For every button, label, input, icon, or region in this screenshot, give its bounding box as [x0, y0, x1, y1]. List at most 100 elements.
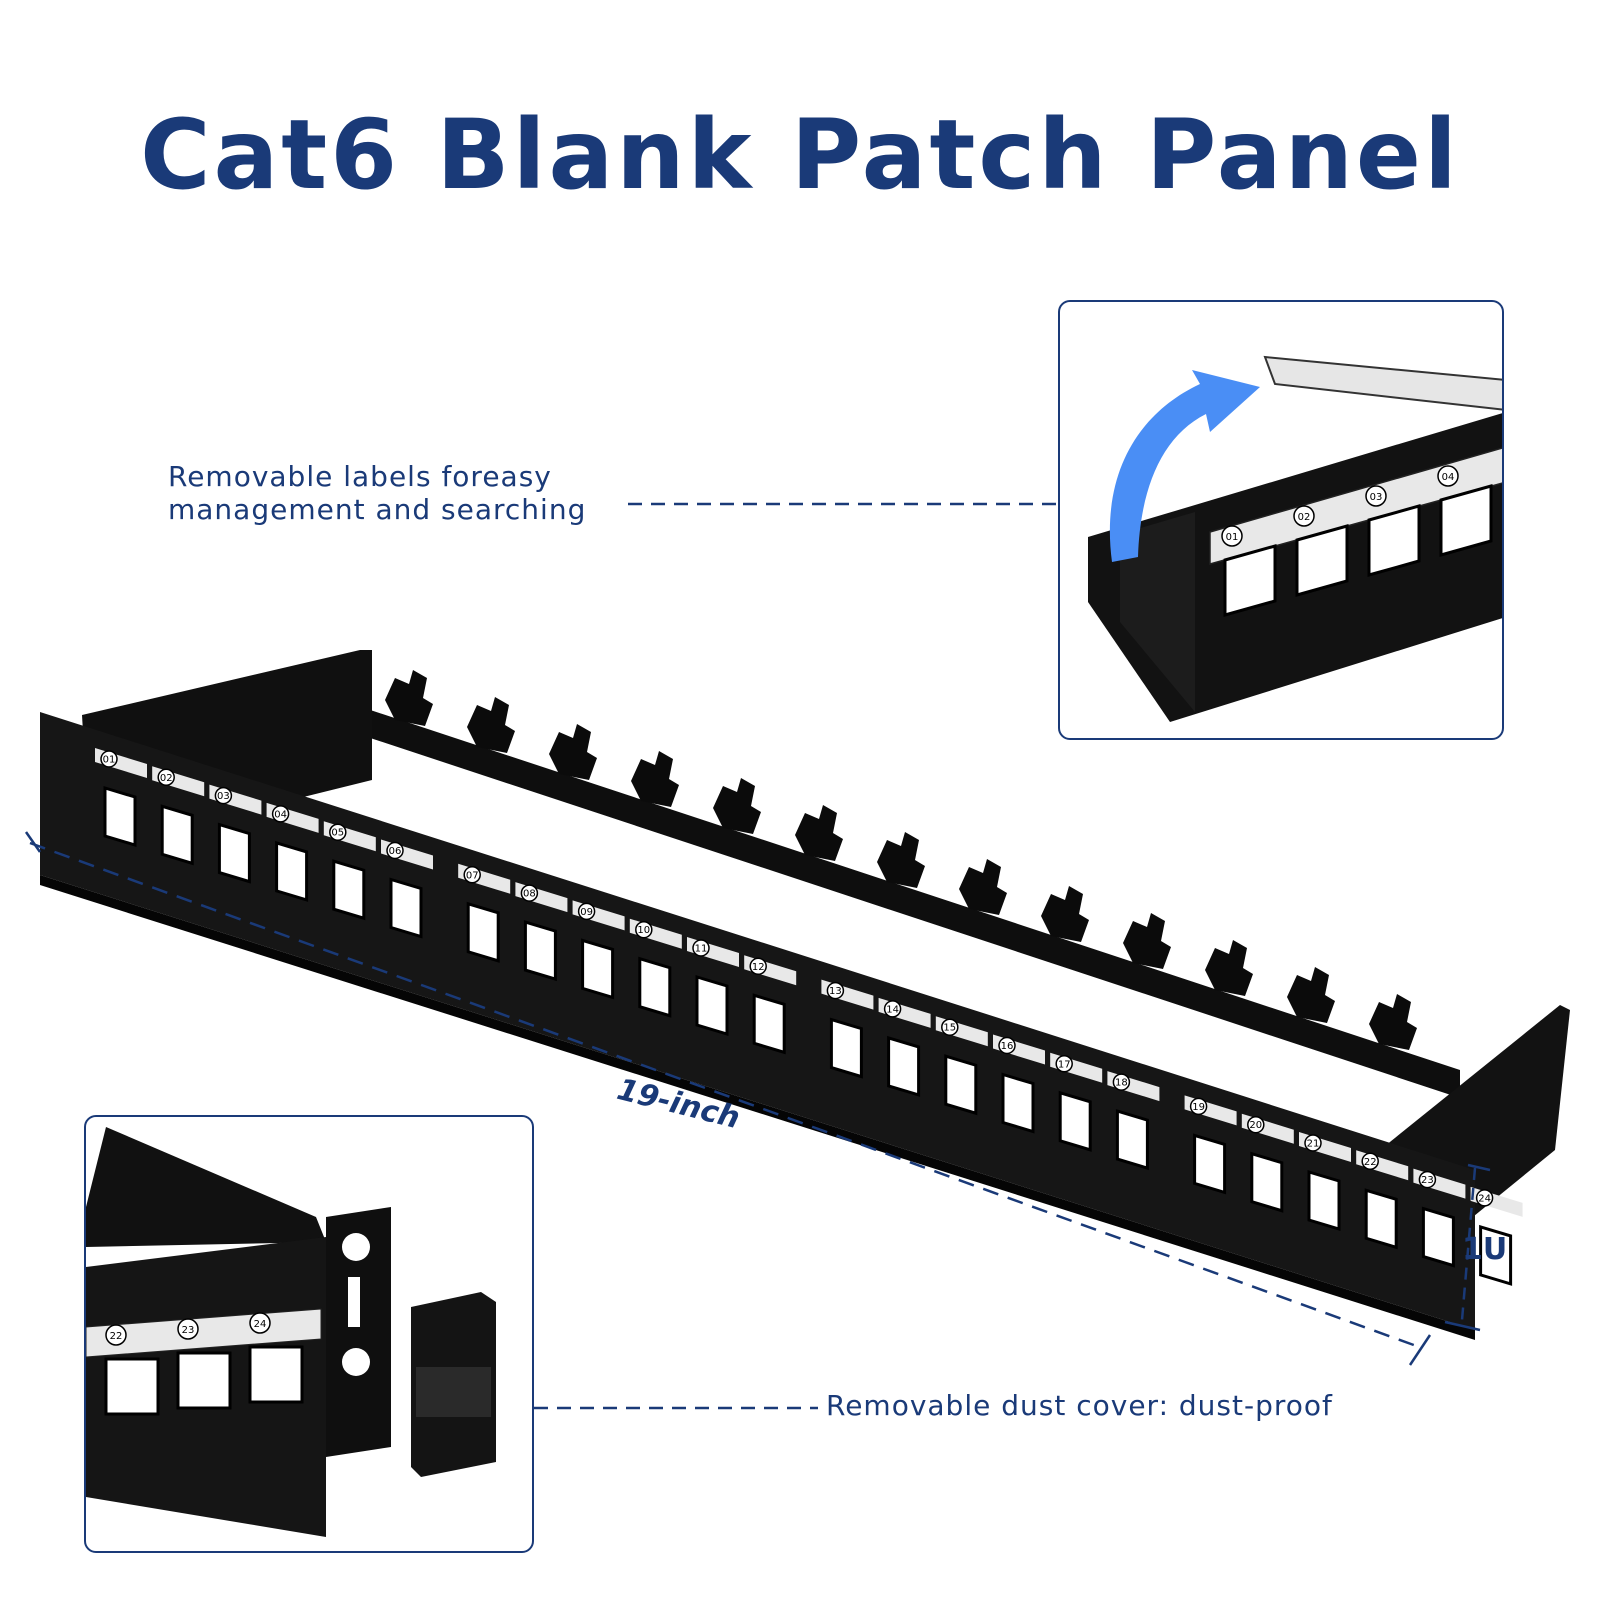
inset-bottom-ports: 22 23 24	[104, 1312, 304, 1416]
port-number-badge	[635, 920, 653, 939]
port-number-label: 05	[331, 828, 344, 839]
port-number-badge	[271, 805, 290, 823]
keystone-port	[523, 920, 557, 982]
port-number-label: 14	[886, 1004, 899, 1015]
inset-keystone-port	[1295, 524, 1349, 597]
port-number-label: 11	[695, 944, 708, 955]
port-grid: 0102030405060708091011121314151617181920…	[95, 748, 1523, 1286]
port-number-badge	[1247, 1115, 1265, 1134]
port-number-badge	[1055, 1055, 1073, 1073]
port-number-badge	[1112, 1073, 1131, 1091]
port-number-badge	[998, 1036, 1016, 1055]
port-number-badge	[329, 823, 347, 841]
inset-keystone-port	[248, 1345, 304, 1404]
cable-clip	[467, 697, 515, 753]
port-number-label: 21	[1307, 1139, 1320, 1150]
page-title: Cat6 Blank Patch Panel	[140, 99, 1460, 211]
inset-port-number-label: 04	[1442, 472, 1455, 483]
port-number-label: 09	[580, 907, 593, 918]
cable-clip	[1123, 913, 1171, 969]
keystone-port	[1115, 1109, 1149, 1171]
cable-clip	[631, 751, 679, 807]
keystone-port	[1421, 1206, 1455, 1268]
width-dimension-line	[29, 841, 1423, 1350]
keystone-port	[160, 804, 194, 866]
cable-clip	[1041, 886, 1089, 942]
keystone-port	[103, 785, 137, 848]
cable-clip	[1205, 940, 1253, 996]
port-number-label: 17	[1058, 1059, 1071, 1070]
inset-top-ports: 01 02 03 04	[1221, 465, 1493, 617]
port-number-badge	[100, 750, 118, 768]
cable-clip	[713, 778, 761, 834]
port-number-badge	[749, 957, 767, 976]
port-number-label: 18	[1115, 1078, 1128, 1089]
keystone-port	[944, 1054, 978, 1116]
inset-port-number-label: 01	[1226, 532, 1239, 543]
keystone-port	[275, 840, 309, 902]
inset-port-number-label: 22	[110, 1331, 123, 1342]
keystone-port	[217, 822, 251, 884]
cable-clips	[385, 670, 1417, 1050]
inset-port-number-label: 23	[182, 1325, 195, 1336]
port-number-badge	[883, 1000, 902, 1018]
port-number-label: 08	[523, 889, 536, 900]
port-number-label: 06	[389, 846, 402, 857]
keystone-port	[1250, 1151, 1284, 1213]
height-dimension-label: 1U	[1462, 1232, 1508, 1267]
cable-clip	[1369, 994, 1417, 1050]
inset-port-number-label: 02	[1298, 512, 1311, 523]
keystone-port	[1193, 1133, 1227, 1195]
keystone-port	[1364, 1188, 1398, 1250]
keystone-port	[638, 956, 672, 1018]
port-number-label: 02	[160, 773, 173, 784]
port-number-badge	[826, 981, 845, 1000]
cable-clip	[959, 859, 1007, 915]
labels-callout: Removable labels foreasy management and …	[168, 460, 587, 526]
keystone-port	[389, 877, 423, 939]
inset-keystone-port	[1223, 544, 1277, 617]
keystone-port	[695, 974, 729, 1037]
keystone-port	[752, 993, 786, 1055]
dust-cover-detail-image: 22 23 24	[86, 1127, 496, 1537]
keystone-port	[332, 859, 366, 921]
label-detail-image: 01 02 03 04	[1088, 355, 1502, 722]
port-number-label: 01	[103, 755, 116, 766]
port-number-label: 16	[1001, 1041, 1014, 1052]
port-number-badge	[692, 939, 710, 957]
dust-cover-callout: Removable dust cover: dust-proof	[826, 1389, 1333, 1422]
keystone-port	[1307, 1169, 1341, 1232]
port-number-badge	[941, 1018, 959, 1036]
keystone-port	[466, 901, 500, 963]
cable-clip	[549, 724, 597, 780]
port-number-label: 13	[829, 986, 842, 997]
keystone-port	[581, 938, 615, 1000]
port-number-badge	[1189, 1097, 1208, 1116]
lift-arrow-icon	[1109, 370, 1260, 562]
height-dimension-line	[1460, 1167, 1477, 1321]
port-number-badge	[463, 866, 481, 884]
inset-keystone-port	[1439, 484, 1493, 557]
cable-clip	[877, 832, 925, 888]
inset-port-number-label: 24	[254, 1319, 267, 1330]
dust-cover-detail-inset: 22 23 24	[84, 1115, 534, 1553]
keystone-port	[1479, 1224, 1513, 1286]
cable-management-bar	[340, 700, 1460, 1098]
port-number-label: 23	[1421, 1175, 1434, 1186]
keystone-port	[887, 1035, 921, 1097]
port-number-label: 07	[466, 870, 479, 881]
port-number-label: 22	[1364, 1157, 1377, 1168]
port-number-label: 20	[1249, 1120, 1262, 1131]
keystone-port	[1001, 1072, 1035, 1134]
port-number-badge	[520, 884, 539, 902]
port-number-label: 04	[274, 809, 287, 820]
port-number-label: 19	[1192, 1102, 1205, 1113]
label-detail-inset: 01 02 03 04	[1058, 300, 1504, 740]
inset-port-number-label: 03	[1370, 492, 1383, 503]
port-number-label: 24	[1478, 1193, 1491, 1204]
cable-clip	[1287, 967, 1335, 1023]
cable-clip	[385, 670, 433, 726]
keystone-port	[1058, 1090, 1092, 1152]
keystone-port	[829, 1017, 863, 1079]
port-number-badge	[214, 786, 233, 805]
